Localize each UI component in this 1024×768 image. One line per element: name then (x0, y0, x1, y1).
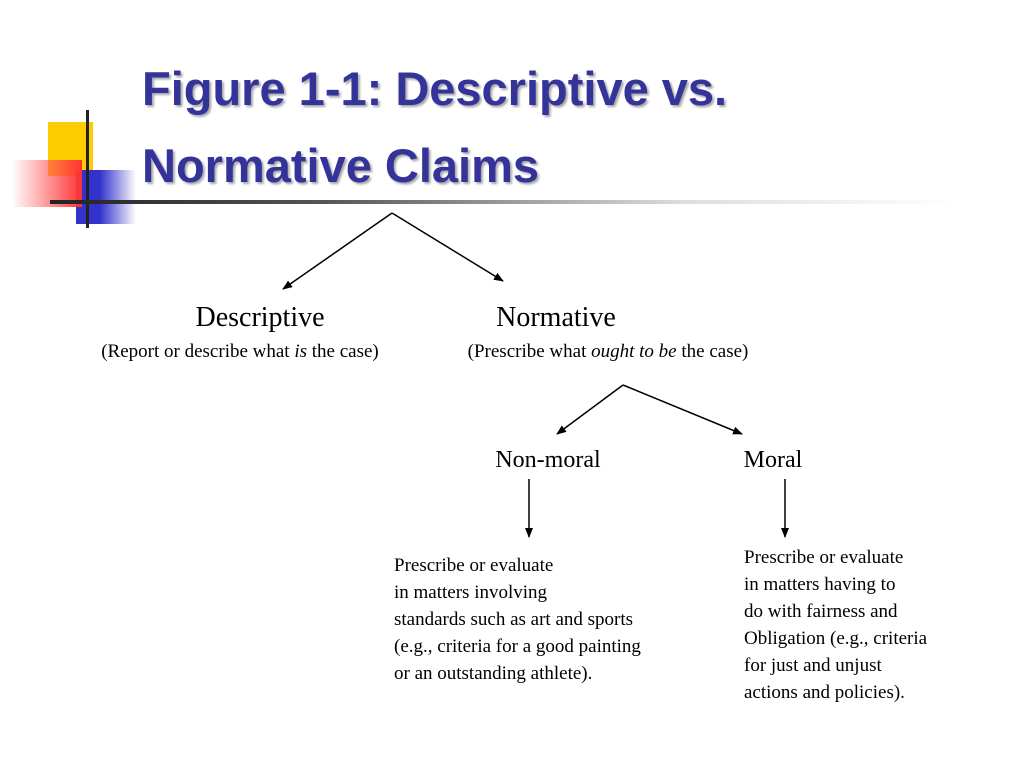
moral-description-line: Obligation (e.g., criteria (744, 628, 928, 649)
moral-description-line: Prescribe or evaluate (744, 547, 904, 568)
node-non-moral-description: Prescribe or evaluate in matters involvi… (394, 552, 641, 687)
node-normative-subtitle: (Prescribe what ought to be the case) (428, 341, 788, 363)
moral-description-line: in matters having to (744, 574, 896, 595)
normative-subtitle-end: the case) (676, 341, 749, 362)
non-moral-description-line: Prescribe or evaluate (394, 555, 554, 576)
moral-description-line: actions and policies). (744, 682, 905, 703)
node-descriptive-label: Descriptive (195, 302, 325, 333)
arrow-normative-to-non-moral (556, 384, 624, 435)
decor-vertical-line (86, 110, 89, 228)
node-non-moral-label: Non-moral (495, 447, 601, 473)
descriptive-subtitle-emphasis: is (294, 341, 308, 362)
arrow-normative-to-moral (622, 384, 743, 435)
page-title: Figure 1-1: Descriptive vs. Normative Cl… (142, 50, 1002, 204)
descriptive-subtitle-start: (Report or describe what (101, 341, 295, 362)
moral-description-line: for just and unjust (744, 655, 882, 676)
arrow-root-to-normative (391, 212, 504, 282)
non-moral-description-line: or an outstanding athlete). (394, 663, 593, 684)
page-title-line-2: Normative Claims (142, 139, 540, 192)
node-normative-label: Normative (496, 302, 616, 333)
non-moral-description-line: (e.g., criteria for a good painting (394, 636, 641, 657)
moral-description-line: do with fairness and (744, 601, 898, 622)
non-moral-description-line: standards such as art and sports (394, 609, 634, 630)
node-moral-label: Moral (743, 447, 803, 473)
decor-red-square (12, 160, 82, 207)
title-underline (50, 200, 960, 204)
node-descriptive-subtitle: (Report or describe what is the case) (60, 341, 420, 363)
page-title-line-1: Figure 1-1: Descriptive vs. (142, 62, 728, 115)
normative-subtitle-start: (Prescribe what (467, 341, 592, 362)
node-moral-description: Prescribe or evaluate in matters having … (744, 544, 927, 706)
normative-subtitle-emphasis: ought to be (591, 341, 677, 362)
descriptive-subtitle-end: the case) (307, 341, 379, 362)
arrow-root-to-descriptive (282, 212, 393, 290)
non-moral-description-line: in matters involving (394, 582, 548, 603)
